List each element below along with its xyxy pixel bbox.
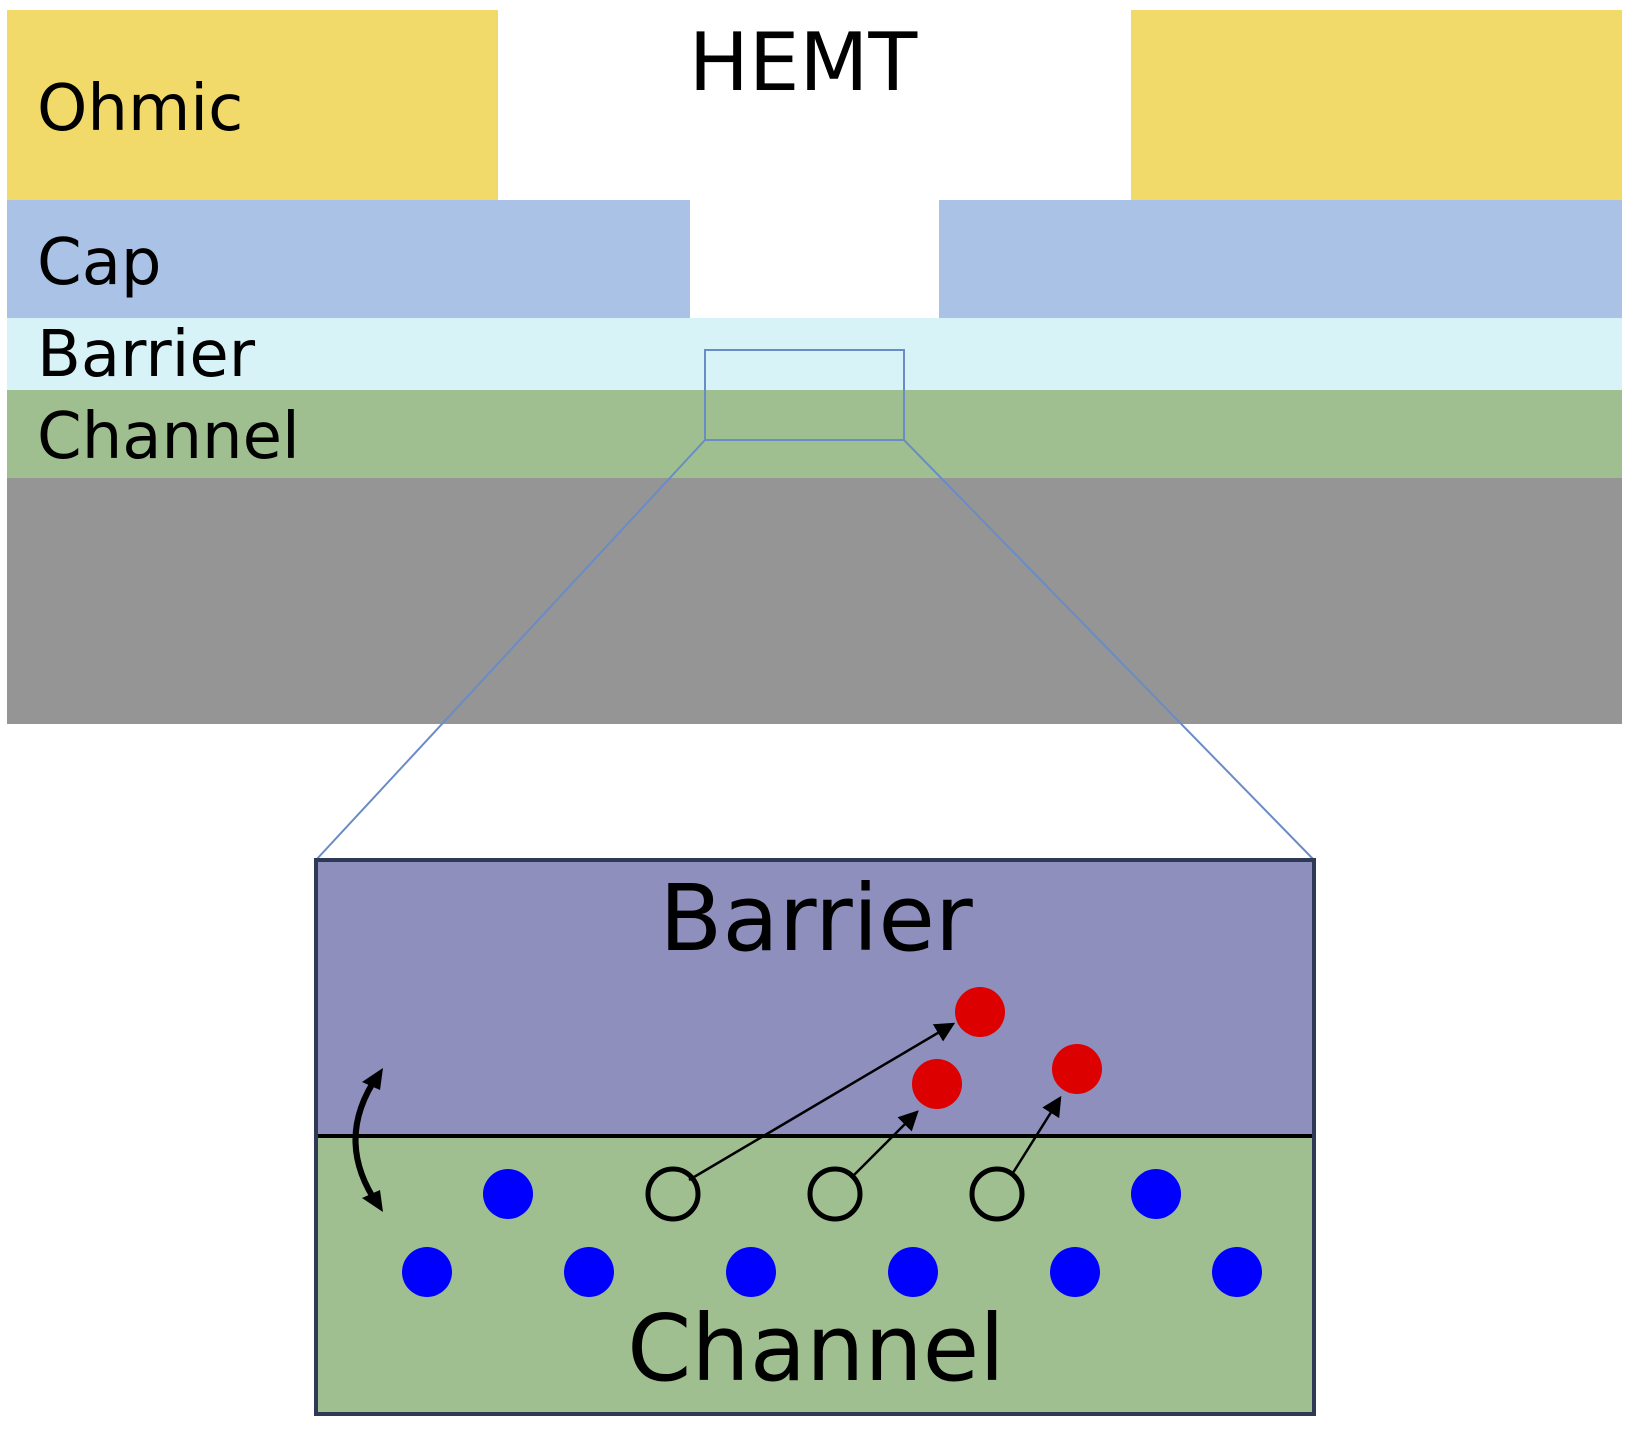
- zoom-leader-line-right: [903, 439, 1315, 861]
- electron-dot: [1212, 1247, 1262, 1297]
- barrier-label: Barrier: [37, 318, 256, 392]
- zoom-inset: Barrier Channel: [314, 858, 1316, 1416]
- transfer-arrow: [688, 1022, 956, 1182]
- arrowhead-up-icon: [362, 1068, 383, 1090]
- electron-dot: [402, 1247, 452, 1297]
- inset-frame: [314, 858, 1316, 1416]
- channel-layer: [7, 390, 1622, 478]
- zoom-region-box: [704, 349, 905, 441]
- cap-layer-left: [7, 200, 690, 318]
- cap-label: Cap: [37, 226, 162, 300]
- electron-dot: [726, 1247, 776, 1297]
- vacancy-circle: [807, 1166, 863, 1222]
- electron-dot: [1131, 1169, 1181, 1219]
- hemt-title: HEMT: [689, 16, 919, 109]
- ohmic-label: Ohmic: [37, 72, 243, 146]
- electron-dot: [564, 1247, 614, 1297]
- inset-barrier-label: Barrier: [659, 865, 973, 972]
- transfer-arrow: [1009, 1095, 1062, 1177]
- inset-channel-label: Channel: [627, 1295, 1005, 1402]
- electron-dot: [1050, 1247, 1100, 1297]
- ohmic-contact-right: [1131, 10, 1622, 200]
- ohmic-contact-left: [7, 10, 498, 200]
- electron-dot: [483, 1169, 533, 1219]
- ionized-dot: [912, 1059, 962, 1109]
- zoom-leader-line-left: [315, 439, 706, 861]
- electron-dot: [888, 1247, 938, 1297]
- vacancy-circle: [969, 1166, 1025, 1222]
- ionized-dot: [955, 987, 1005, 1037]
- substrate-layer: [7, 478, 1622, 724]
- inset-barrier-region: [316, 860, 1314, 1136]
- channel-label: Channel: [37, 400, 300, 474]
- vacancy-circle: [645, 1166, 701, 1222]
- double-headed-arrow-icon: [352, 1073, 381, 1207]
- cap-layer-right: [939, 200, 1622, 318]
- ionized-dot: [1052, 1044, 1102, 1094]
- transfer-arrow: [850, 1110, 919, 1179]
- arrowhead-down-icon: [362, 1190, 383, 1212]
- barrier-layer: [7, 318, 1622, 390]
